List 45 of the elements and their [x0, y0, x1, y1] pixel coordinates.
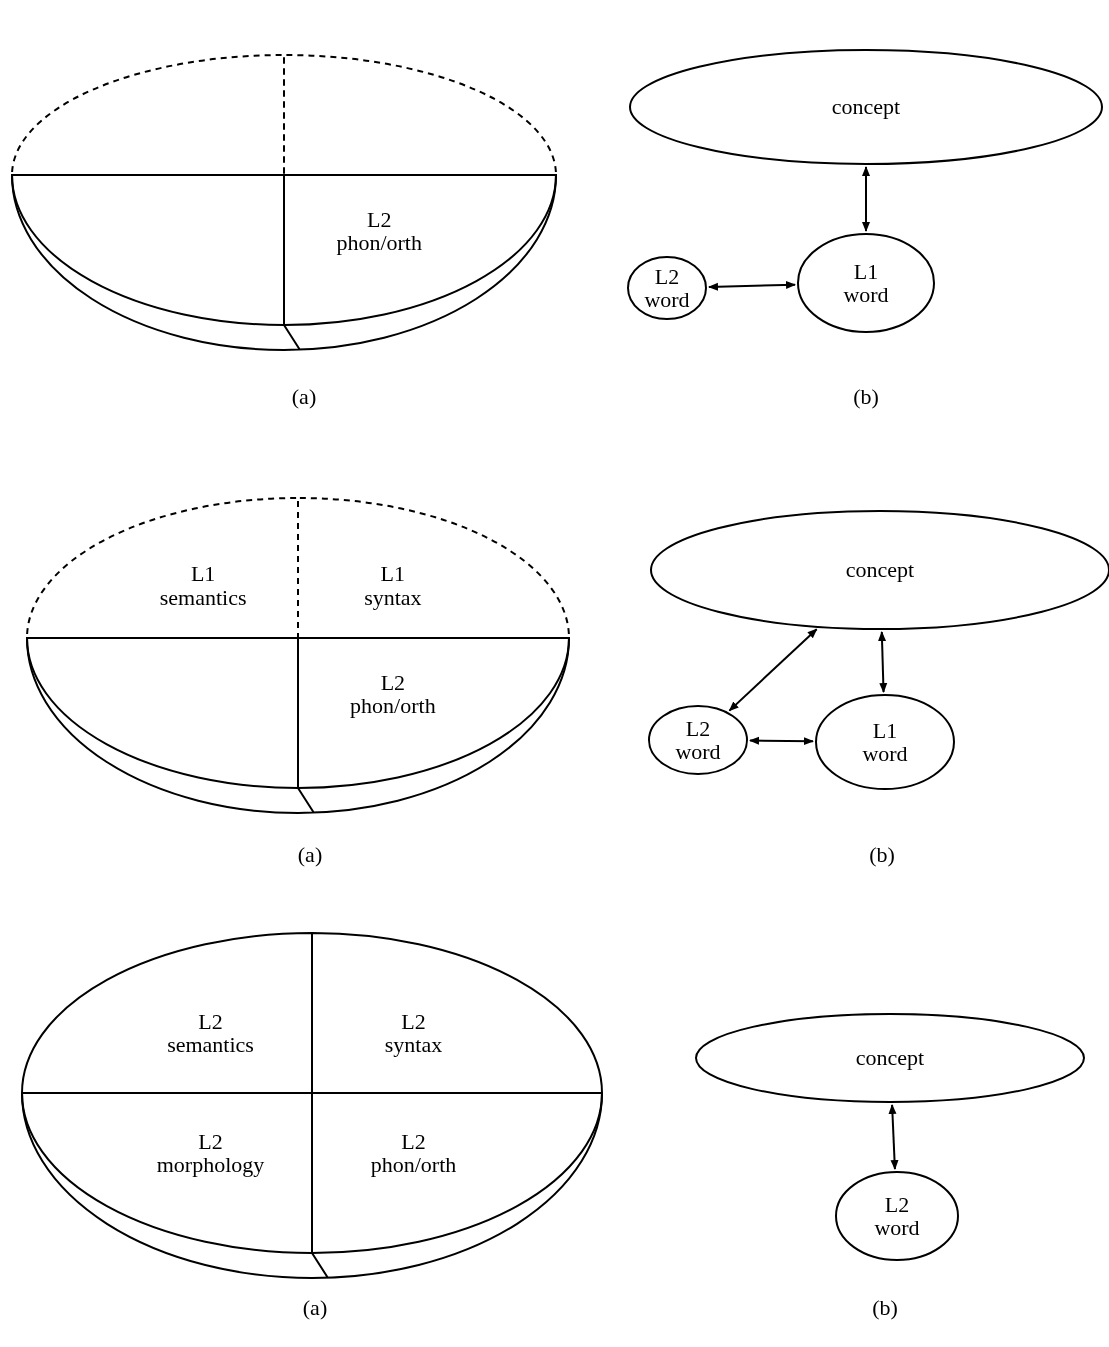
sector-label: L2 phon/orth	[370, 1129, 457, 1177]
ellipse-node	[815, 694, 955, 790]
disk-sector	[27, 638, 298, 788]
ellipse-node	[797, 233, 935, 333]
sector-label: L2 semantics	[167, 1009, 254, 1057]
node-label: concept	[831, 95, 901, 119]
panel-label: (a)	[297, 842, 323, 868]
disk-sector	[22, 1093, 312, 1253]
panel-label: (b)	[853, 384, 879, 410]
sector-label: L2 phon/orth	[350, 671, 436, 718]
node-label: L2 word	[675, 716, 721, 764]
disk-sector	[284, 175, 556, 325]
disk-sector	[22, 933, 312, 1093]
double-arrow	[862, 166, 870, 232]
disk-sector	[298, 638, 569, 788]
sector-label: L2 phon/orth	[336, 208, 422, 255]
node-label: concept	[845, 558, 915, 582]
double-arrow	[888, 1104, 899, 1171]
panel-label: (b)	[872, 1295, 898, 1321]
node-label: L2 word	[644, 264, 690, 312]
double-arrow	[878, 631, 888, 693]
node-label: concept	[855, 1046, 925, 1070]
ellipse-node	[629, 49, 1103, 165]
disk-sector	[312, 1093, 602, 1253]
disk-sector	[284, 55, 556, 175]
panel-label: (b)	[869, 842, 895, 868]
ellipse-node	[695, 1013, 1085, 1103]
disk-sector	[12, 55, 284, 175]
double-arrow	[708, 281, 797, 291]
disk-sector	[312, 933, 602, 1093]
disk-sector	[12, 175, 284, 325]
sector-label: L2 morphology	[156, 1129, 265, 1177]
sector-label: L2 syntax	[384, 1009, 443, 1057]
panel-label: (a)	[302, 1295, 328, 1321]
ellipse-node	[835, 1171, 959, 1261]
ellipse-node	[627, 256, 707, 320]
node-label: L1 word	[843, 259, 889, 307]
sector-label: L1 semantics	[159, 562, 247, 609]
node-label: L1 word	[862, 718, 908, 766]
double-arrow	[749, 736, 814, 746]
node-label: L2 word	[874, 1192, 920, 1240]
double-arrow	[728, 628, 818, 712]
ellipse-node	[648, 705, 748, 775]
panel-label: (a)	[291, 384, 317, 410]
sector-label: L1 syntax	[364, 562, 422, 609]
